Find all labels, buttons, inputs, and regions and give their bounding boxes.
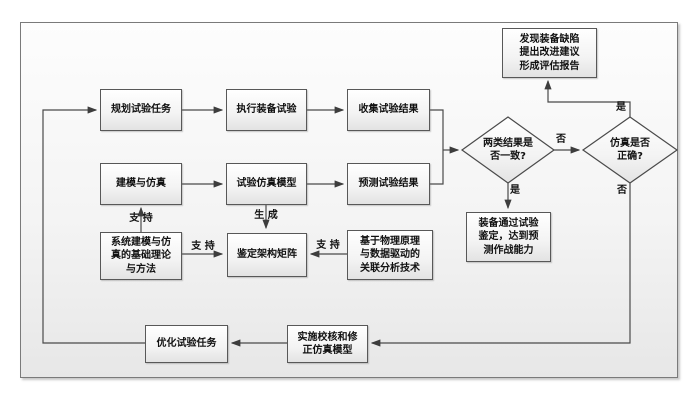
connector-optimize-plan-loop: [42, 106, 145, 344]
decision-diamond-sim-correct: [581, 116, 679, 184]
edge-label-support-theory-matrix: 支 持: [191, 241, 215, 252]
edge-label-no-1: 否: [556, 134, 566, 145]
edge-label-support-theory-modeling: 支 持: [129, 213, 153, 224]
edge-label-support-physics-matrix: 支 持: [316, 240, 340, 251]
node-correlation-analysis-tech: 基于物理原理 与数据驱动的 关联分析技术: [347, 230, 433, 280]
node-test-simulation-model: 试验仿真模型: [226, 163, 307, 205]
node-collect-test-results: 收集试验结果: [347, 89, 430, 131]
node-appraisal-structure-matrix: 鉴定架构矩阵: [227, 233, 307, 277]
node-equipment-qualified: 装备通过试验 鉴定，达到预 测作战能力: [466, 212, 551, 262]
connector-decision2-report: [544, 79, 631, 117]
edge-label-generate: 生 成: [254, 210, 278, 221]
node-optimize-test-task: 优化试验任务: [145, 325, 228, 363]
edge-label-yes-1: 是: [510, 185, 520, 196]
node-plan-test-task: 规划试验任务: [100, 89, 182, 131]
node-defect-report: 发现装备缺陷 提出改进建议 形成评估报告: [502, 28, 597, 78]
node-modeling-theory: 系统建模与仿 真的基础理论 与方法: [100, 232, 182, 280]
node-modeling-simulation: 建模与仿真: [100, 163, 182, 205]
connector-decision2-verify: [370, 183, 631, 347]
node-execute-equipment-test: 执行装备试验: [226, 89, 307, 131]
connector-predict-junction: [430, 150, 444, 185]
edge-label-yes-2: 是: [616, 102, 626, 113]
connector-collect-junction: [430, 109, 444, 150]
edge-label-no-2: 否: [617, 185, 627, 196]
node-predict-test-results: 预测试验结果: [347, 163, 430, 205]
node-verify-correct-model: 实施校核和修 正仿真模型: [287, 325, 368, 363]
decision-diamond-consistent: [460, 116, 556, 184]
